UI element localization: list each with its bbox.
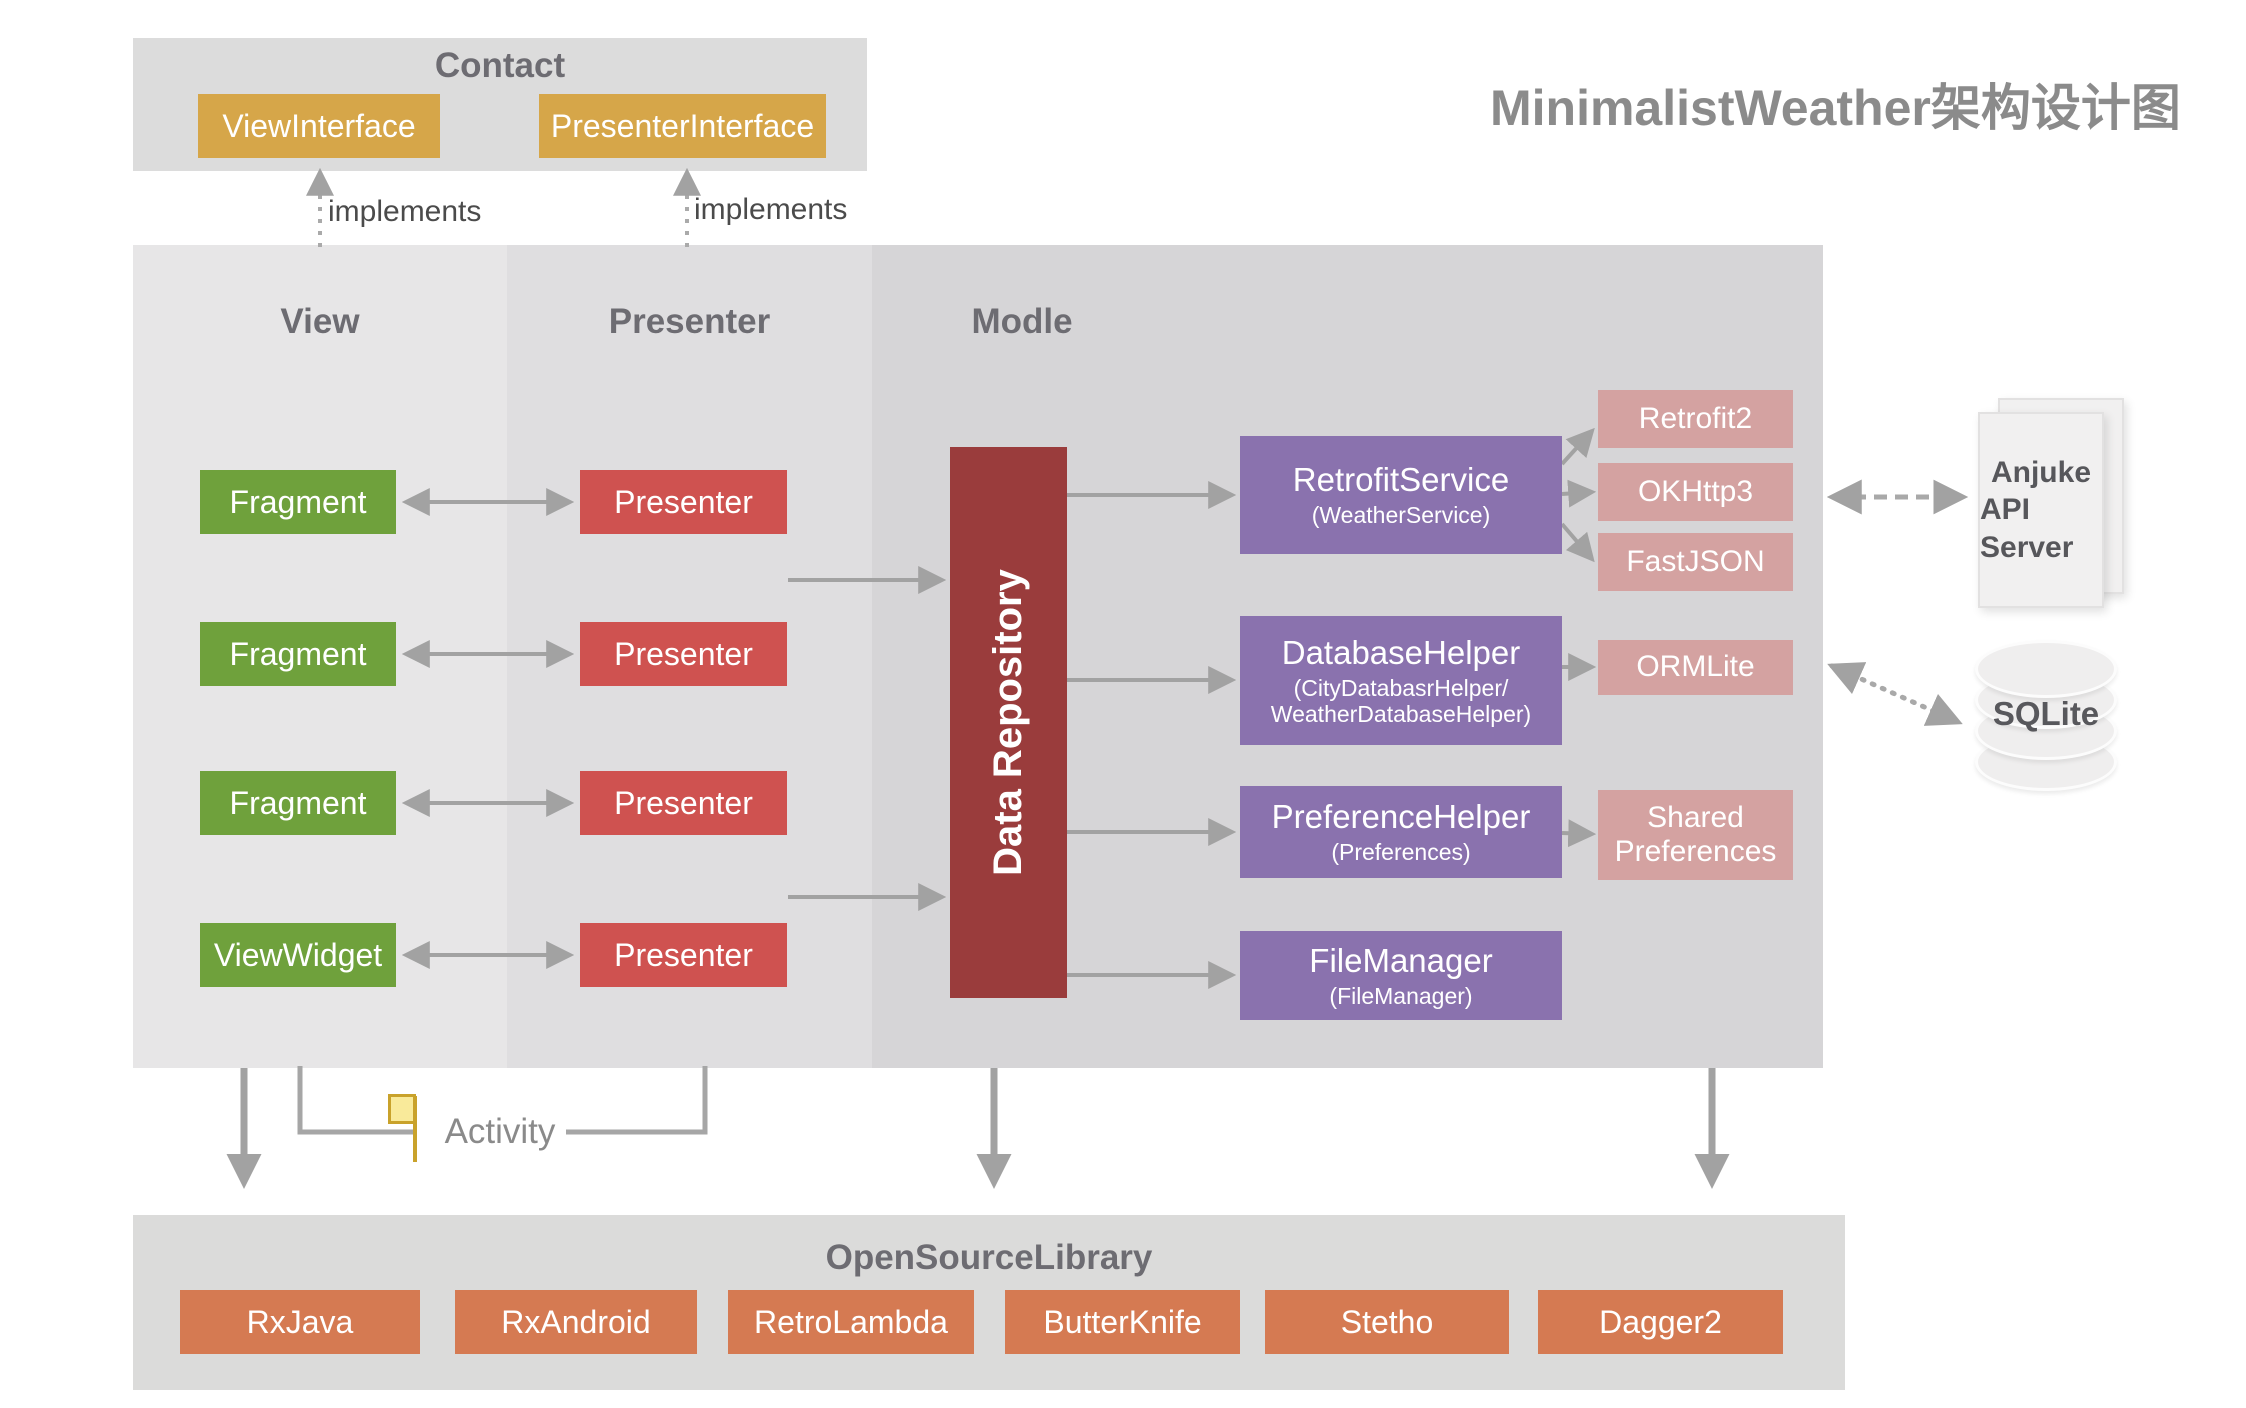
node-data-repository: Data Repository [950,447,1067,998]
activity-flag-pole [413,1096,417,1162]
ormlite-label: ORMLite [1636,650,1755,684]
fastjson-label: FastJSON [1626,544,1765,578]
node-dagger2: Dagger2 [1538,1290,1783,1354]
node-viewwidget: ViewWidget [200,923,396,987]
node-view-interface: ViewInterface [198,94,440,158]
node-rxjava: RxJava [180,1290,420,1354]
activity-flag-icon [388,1094,416,1124]
retrofit-service-title: RetrofitService [1292,461,1510,499]
node-database-helper: DatabaseHelper (CityDatabasrHelper/ Weat… [1240,616,1562,745]
api-server-icon: Anjuke API Server [1978,412,2104,608]
view-column-title: View [280,302,360,341]
file-manager-title: FileManager [1309,941,1493,979]
data-repository-label: Data Repository [986,569,1030,876]
fragment-2-label: Fragment [229,635,367,672]
presenter-4-label: Presenter [614,936,753,973]
presenter-1-label: Presenter [614,483,753,520]
preference-helper-title: PreferenceHelper [1271,798,1531,836]
database-helper-subtitle-1: (CityDatabasrHelper/ [1293,674,1509,701]
shared-preferences-label: Shared Preferences [1614,800,1777,869]
presenter-3-label: Presenter [614,784,753,821]
activity-label: Activity [444,1112,556,1151]
presenter-column-title: Presenter [608,302,771,341]
node-rxandroid: RxAndroid [455,1290,697,1354]
preference-helper-subtitle: (Preferences) [1331,839,1471,866]
implements-label-right: implements [694,193,848,226]
node-fragment-3: Fragment [200,771,396,835]
retrolambda-label: RetroLambda [754,1303,948,1340]
fragment-3-label: Fragment [229,784,367,821]
node-retrofit-service: RetrofitService (WeatherService) [1240,436,1562,554]
presenter-2-label: Presenter [614,635,753,672]
file-manager-subtitle: (FileManager) [1329,982,1473,1009]
implements-label-left: implements [328,195,482,228]
presenter-interface-label: PresenterInterface [550,107,815,144]
okhttp3-label: OKHttp3 [1637,474,1754,508]
node-retrofit2: Retrofit2 [1598,390,1793,448]
node-shared-preferences: Shared Preferences [1598,790,1793,880]
node-file-manager: FileManager (FileManager) [1240,931,1562,1020]
node-stetho: Stetho [1265,1290,1509,1354]
node-okhttp3: OKHttp3 [1598,463,1793,521]
api-server-label-line1: Anjuke [1990,455,2092,489]
rxjava-label: RxJava [246,1303,354,1340]
sqlite-label: SQLite [1992,695,2100,732]
node-presenter-2: Presenter [580,622,787,686]
contact-title: Contact [434,46,566,85]
page-title: MinimalistWeather架构设计图 [1490,80,2181,136]
database-helper-title: DatabaseHelper [1281,633,1521,671]
viewwidget-label: ViewWidget [213,936,383,973]
view-interface-label: ViewInterface [222,107,416,144]
model-column-title: Modle [971,302,1073,341]
node-ormlite: ORMLite [1598,640,1793,695]
node-retrolambda: RetroLambda [728,1290,974,1354]
node-presenter-1: Presenter [580,470,787,534]
retrofit-service-subtitle: (WeatherService) [1311,502,1491,529]
node-fastjson: FastJSON [1598,533,1793,591]
node-fragment-2: Fragment [200,622,396,686]
node-butterknife: ButterKnife [1005,1290,1240,1354]
node-presenter-interface: PresenterInterface [539,94,826,158]
open-source-library-title: OpenSourceLibrary [825,1238,1153,1277]
rxandroid-label: RxAndroid [501,1303,651,1340]
node-presenter-3: Presenter [580,771,787,835]
node-preference-helper: PreferenceHelper (Preferences) [1240,786,1562,878]
butterknife-label: ButterKnife [1043,1303,1202,1340]
retrofit2-label: Retrofit2 [1638,401,1753,435]
fragment-1-label: Fragment [229,483,367,520]
node-presenter-4: Presenter [580,923,787,987]
database-helper-subtitle-2: WeatherDatabaseHelper) [1270,700,1532,727]
dagger2-label: Dagger2 [1599,1303,1722,1340]
database-disk-icon-1 [1975,640,2117,698]
stetho-label: Stetho [1340,1303,1434,1340]
api-server-label-line2: API Server [1980,493,2074,564]
node-fragment-1: Fragment [200,470,396,534]
